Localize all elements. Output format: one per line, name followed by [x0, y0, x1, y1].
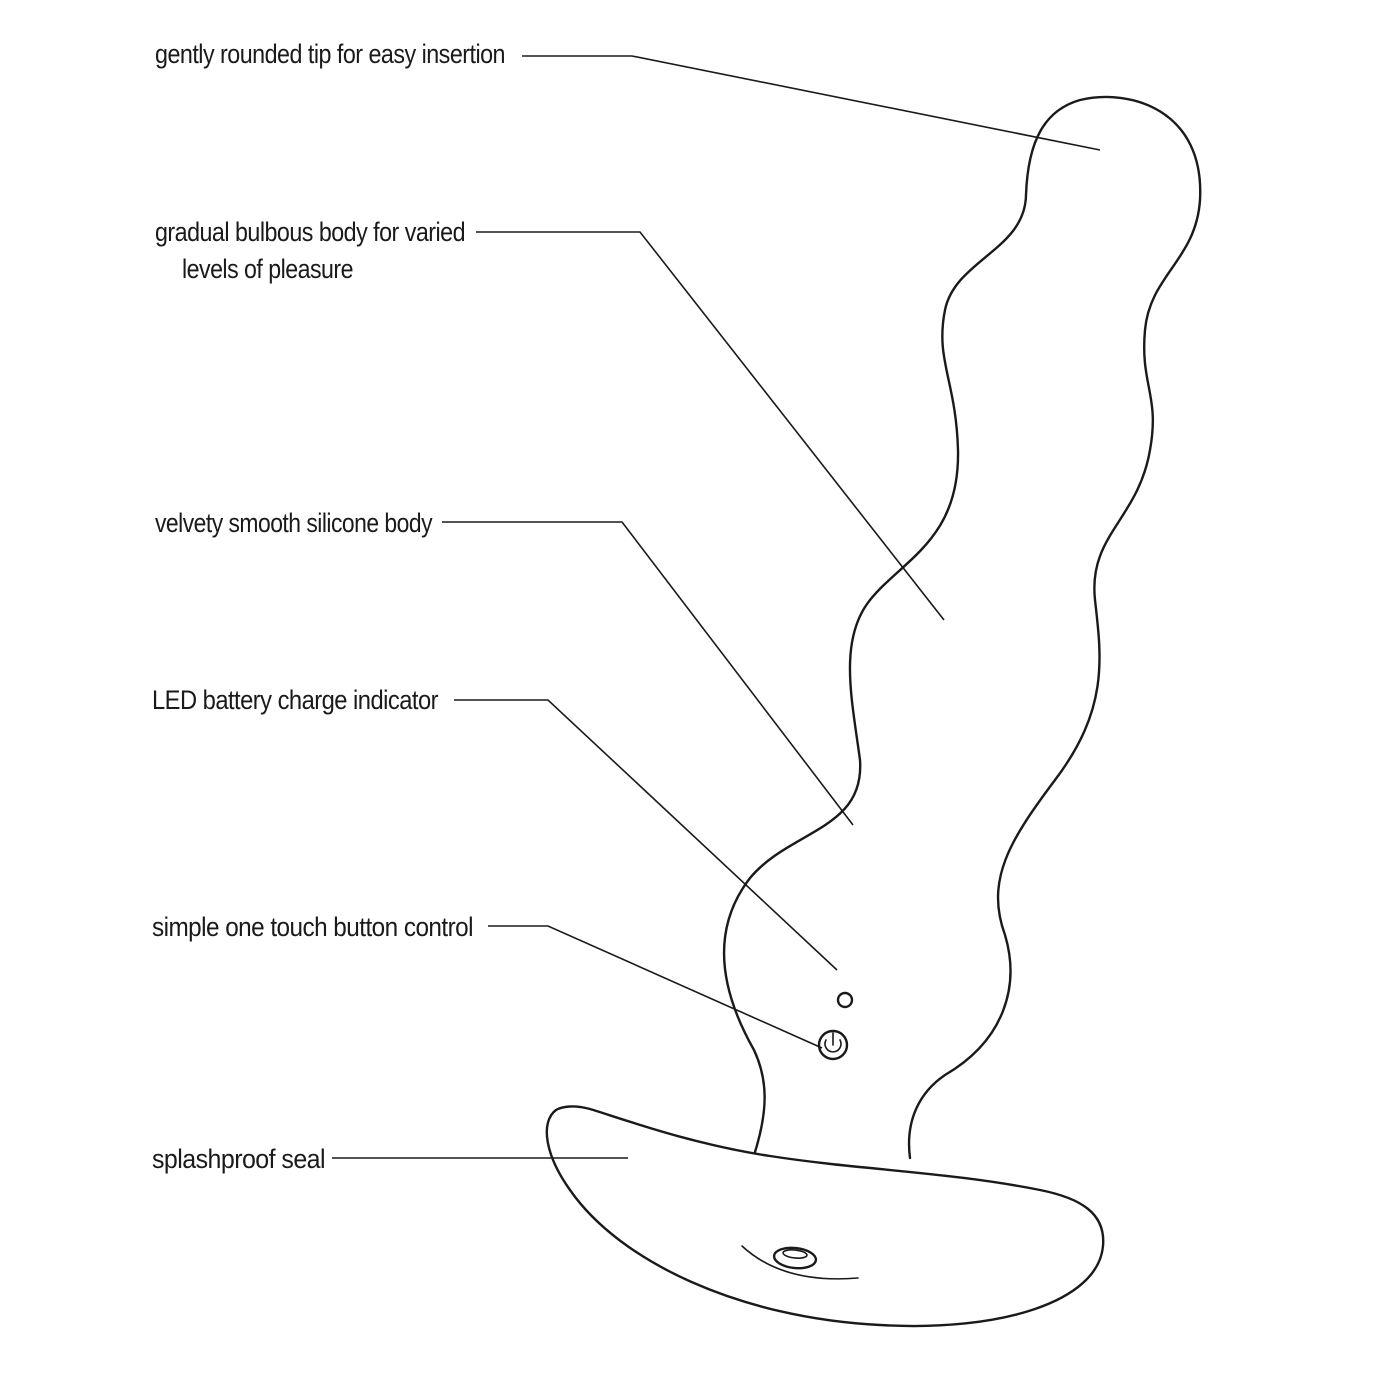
shaft-outline: [722, 95, 1202, 1160]
leader-led: [454, 699, 838, 971]
callout-bulbous-line1: gradual bulbous body for varied: [155, 217, 465, 247]
charging-port-groove: [741, 1245, 859, 1280]
callout-button: simple one touch button control: [152, 912, 473, 942]
led-indicator-icon: [836, 991, 854, 1009]
leader-bulbous: [476, 231, 945, 621]
callout-led: LED battery charge indicator: [152, 685, 439, 715]
callout-seal: splashproof seal: [152, 1144, 325, 1174]
callout-bulbous-line2: levels of pleasure: [182, 254, 353, 284]
leader-lines: [332, 55, 1101, 1159]
callout-labels: gently rounded tip for easy insertion gr…: [152, 39, 506, 1174]
callout-silicone: velvety smooth silicone body: [155, 508, 433, 538]
leader-silicone: [442, 521, 854, 826]
product-outline: [545, 95, 1202, 1328]
callout-tip: gently rounded tip for easy insertion: [155, 39, 505, 69]
power-button-icon[interactable]: [817, 1029, 849, 1061]
base-outline: [545, 1105, 1105, 1328]
leader-button: [488, 925, 823, 1049]
charging-port-inner: [782, 1249, 808, 1259]
leader-tip: [522, 55, 1101, 151]
charging-port: [772, 1246, 818, 1270]
